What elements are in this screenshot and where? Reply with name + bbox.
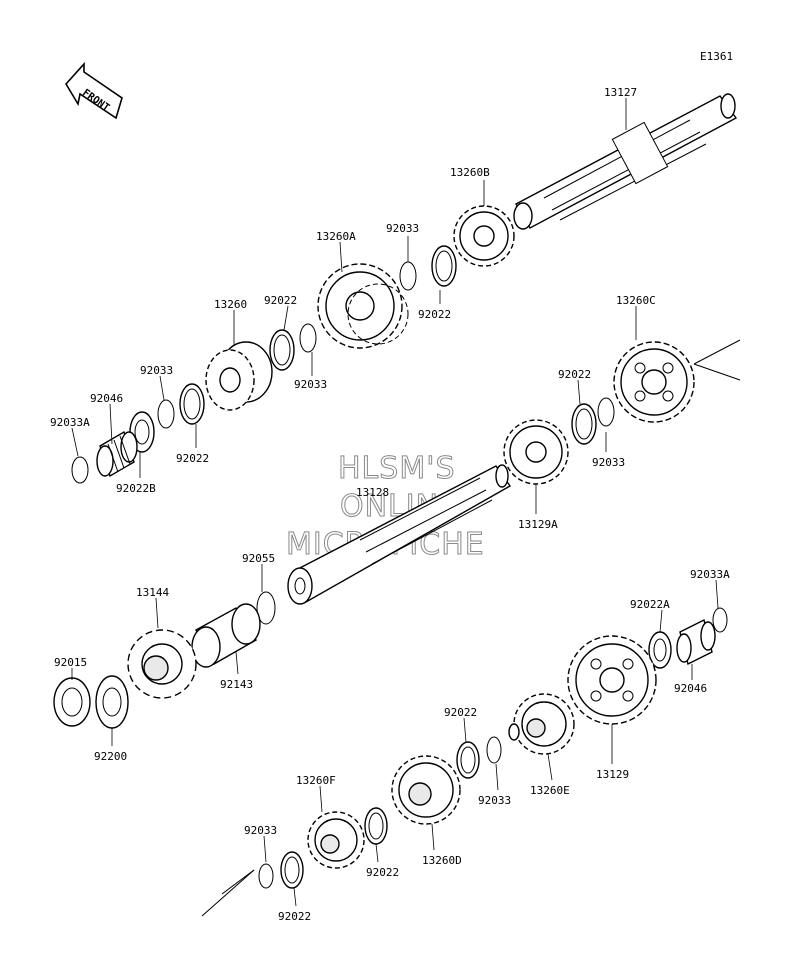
label-13260d: 13260D [422,854,462,867]
label-92033-e: 92033 [478,794,511,807]
washers-lower-middle [456,736,502,779]
label-92033a-b: 92033A [690,568,730,581]
label-92143: 92143 [220,678,253,691]
circlip-92033a-lower [712,607,728,633]
label-13260c: 13260C [616,294,656,307]
circlip-92033a-upper [71,456,89,484]
gear-13260c [613,339,741,423]
label-92046-b: 92046 [674,682,707,695]
washers-middle [571,397,615,445]
collar-92143 [191,603,261,668]
label-92022b: 92022B [116,482,156,495]
label-92022-d: 92022 [558,368,591,381]
gear-13260f [307,811,365,869]
label-92046-a: 92046 [90,392,123,405]
label-92022-b: 92022 [418,308,451,321]
gear-13260d [391,755,461,825]
needle-bearing-92046-upper [96,430,138,478]
gear-13260b [453,205,515,267]
diagram-id: E1361 [700,50,733,63]
label-92055: 92055 [242,552,275,565]
label-92015: 92015 [54,656,87,669]
label-92033-a: 92033 [386,222,419,235]
washer-92200 [95,675,129,729]
front-arrow-icon: FRONT [65,61,123,120]
label-92033-d: 92033 [592,456,625,469]
shaft-13127 [513,93,738,230]
watermark-line-1: HLSM'S [338,451,456,486]
label-13260a: 13260A [316,230,356,243]
label-92033a-a: 92033A [50,416,90,429]
label-13144: 13144 [136,586,169,599]
gear-13260e [508,693,575,755]
label-13260: 13260 [214,298,247,311]
label-92022-f: 92022 [366,866,399,879]
washers-bottom [201,851,304,917]
label-92022-c: 92022 [176,452,209,465]
shaft-13128 [287,464,512,605]
gear-13260a [317,263,409,349]
gear-13129a [503,419,569,485]
label-13260f: 13260F [296,774,336,787]
label-13128: 13128 [356,486,389,499]
label-92033-c: 92033 [140,364,173,377]
gear-13129 [567,635,657,725]
nut-92015 [53,677,91,727]
label-92200: 92200 [94,750,127,763]
part-labels: 13127 13260B 92033 13260A 92022 13260 92… [50,86,730,923]
washer-lower-92022 [364,807,388,845]
label-92022-g: 92022 [278,910,311,923]
leader-lines [71,98,719,907]
washers-upper [129,245,457,453]
label-92022-e: 92022 [444,706,477,719]
oring-92055 [256,591,276,625]
label-92022a: 92022A [630,598,670,611]
washer-92022a [648,631,672,669]
label-13260e: 13260E [530,784,570,797]
label-92033-f: 92033 [244,824,277,837]
label-92033-b: 92033 [294,378,327,391]
label-13260b: 13260B [450,166,490,179]
label-92022-a: 92022 [264,294,297,307]
gear-13260 [205,341,273,411]
label-13129a: 13129A [518,518,558,531]
sprocket-13144 [127,629,197,699]
needle-bearing-92046-lower [676,618,716,666]
label-13127: 13127 [604,86,637,99]
label-13129: 13129 [596,768,629,781]
